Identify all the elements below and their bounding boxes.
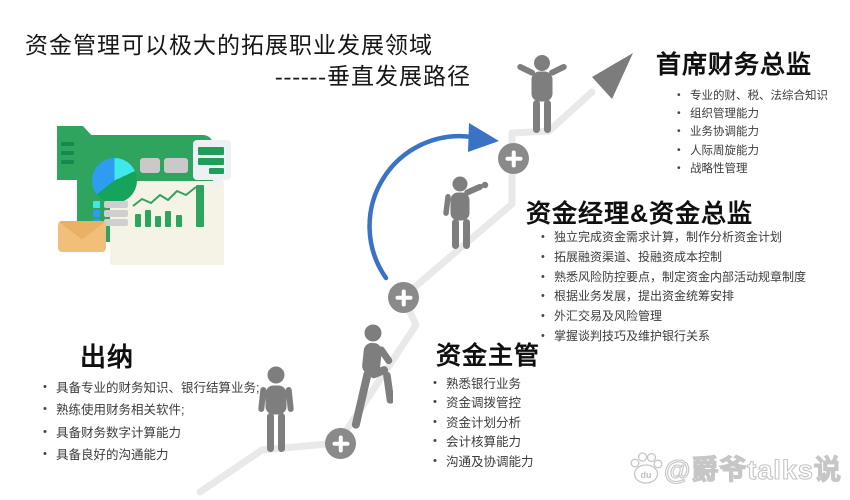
line-chart-icon <box>132 186 197 207</box>
person-standing-icon <box>258 366 294 452</box>
finance-dashboard-illustration <box>55 100 265 270</box>
bullet-item: 沟通及协调能力 <box>432 455 602 469</box>
bullet-item: 资金调拨管控 <box>432 396 602 410</box>
slide-title: 资金管理可以极大的拓展职业发展领域 <box>25 33 433 58</box>
person-pointing-icon <box>443 176 489 249</box>
bullet-item: 熟悉风险防控要点，制定资金内部活动规章制度 <box>540 270 840 285</box>
slide-subtitle: ------垂直发展路径 <box>275 64 471 89</box>
bullet-item: 拓展融资渠道、投融资成本控制 <box>540 250 840 265</box>
bullet-item: 组织管理能力 <box>676 108 850 121</box>
envelope-icon <box>58 221 106 252</box>
document-icon <box>57 126 94 180</box>
bullet-item: 业务协调能力 <box>676 126 850 139</box>
screen-widget <box>140 158 160 173</box>
stage-cashier-heading: 出纳 <box>80 342 135 372</box>
stage-cfo-heading: 首席财务总监 <box>656 51 813 79</box>
stage-supervisor-heading: 资金主管 <box>436 342 541 370</box>
stage-supervisor-bullets: 熟悉银行业务 资金调拨管控 资金计划分析 会计核算能力 沟通及协调能力 <box>432 377 602 474</box>
bullet-item: 战略性管理 <box>676 163 850 176</box>
stage-cashier-bullets: 具备专业的财务知识、银行结算业务; 熟练使用财务相关软件; 具备财务数字计算能力… <box>42 381 292 471</box>
bullet-item: 会计核算能力 <box>432 435 602 449</box>
person-walking-icon <box>351 324 393 429</box>
plus-node-icon <box>498 143 529 174</box>
watermark: du @爵爷talks说 <box>628 448 842 487</box>
stage-cfo-bullets: 专业的财、税、法综合知识 组织管理能力 业务协调能力 人际周旋能力 战略性管理 <box>676 90 850 181</box>
plus-node-icon <box>388 282 419 313</box>
bullet-item: 外汇交易及风险管理 <box>540 309 840 324</box>
list-marker <box>93 201 100 208</box>
bar-chart-icon <box>135 214 141 227</box>
watermark-handle: @爵爷talks说 <box>663 454 842 485</box>
screen-widget <box>164 158 188 173</box>
bullet-item: 根据业务发展，提出资金统筹安排 <box>540 290 840 304</box>
pie-chart-icon <box>92 158 137 203</box>
stage-manager-bullets: 独立完成资金需求计算，制作分析资金计划 拓展融资渠道、投融资成本控制 熟悉风险防… <box>540 230 840 350</box>
bullet-item: 具备财务数字计算能力 <box>42 426 292 440</box>
bullet-item: 人际周旋能力 <box>676 145 850 158</box>
bullet-item: 掌握谈判技巧及维护银行关系 <box>540 329 840 344</box>
curved-arrow <box>367 133 475 281</box>
stage-manager-heading: 资金经理&资金总监 <box>526 200 754 228</box>
paw-logo-text: du <box>641 470 652 480</box>
bullet-item: 专业的财、税、法综合知识 <box>676 90 850 103</box>
bullet-item: 独立完成资金需求计算，制作分析资金计划 <box>540 230 840 245</box>
curved-arrow-head-icon <box>468 123 499 152</box>
baidu-paw-icon: du <box>630 451 663 484</box>
bullet-item: 熟练使用财务相关软件; <box>42 403 292 417</box>
plus-node-icon <box>325 428 356 459</box>
list-marker <box>93 210 100 217</box>
bullet-item: 熟悉银行业务 <box>432 377 602 391</box>
person-arms-open-icon <box>517 55 567 133</box>
bullet-item: 具备专业的财务知识、银行结算业务; <box>42 381 292 395</box>
bullet-item: 具备良好的沟通能力 <box>42 448 292 462</box>
growth-arrow-head-icon <box>592 53 633 99</box>
bullet-item: 资金计划分析 <box>432 416 602 430</box>
